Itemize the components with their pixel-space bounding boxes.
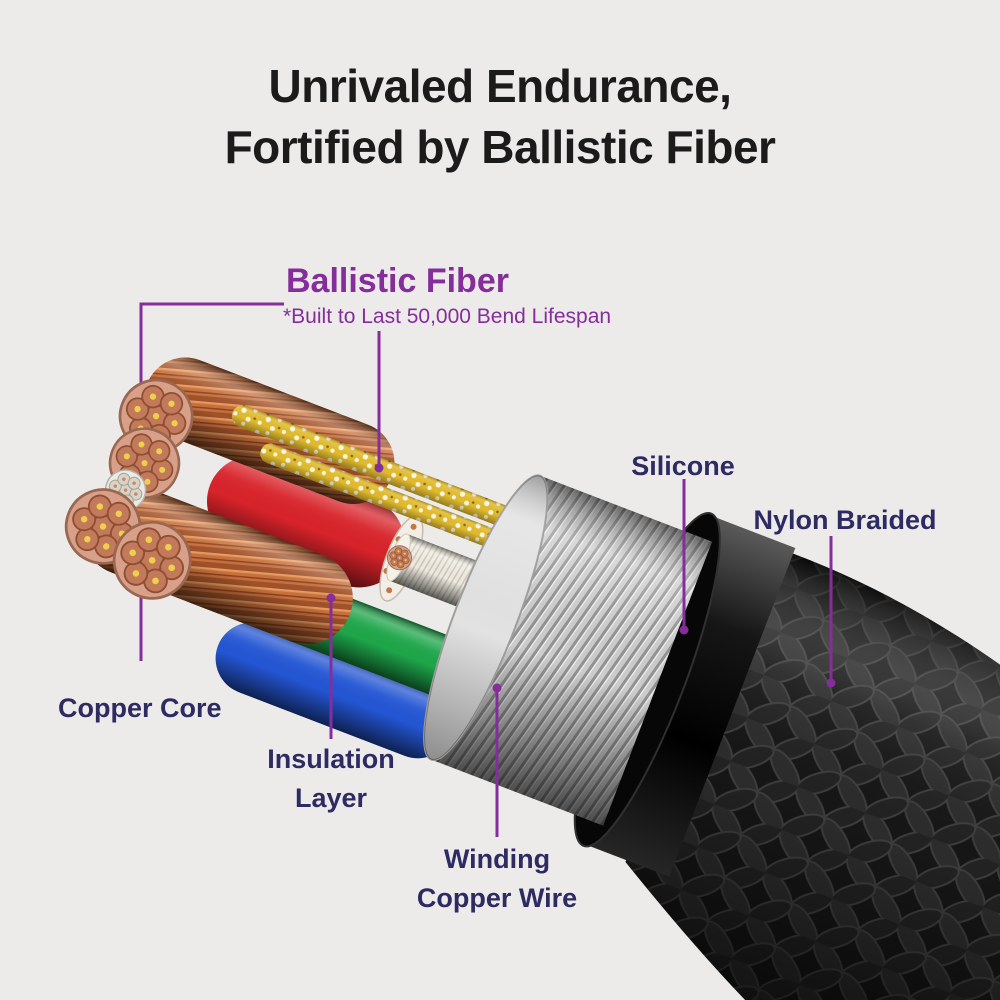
nylon-braid-layer xyxy=(625,538,1000,1000)
leader-dot-ballistic-fiber xyxy=(374,463,384,473)
winding-copper-wire-label: Winding Copper Wire xyxy=(416,844,578,914)
nylon-braided-label: Nylon Braided xyxy=(753,505,937,535)
page-title: Unrivaled Endurance, Fortified by Ballis… xyxy=(0,56,1000,177)
title-line-1: Unrivaled Endurance, xyxy=(268,60,732,112)
leader-dot-nylon-braided xyxy=(826,678,836,688)
leader-dot-winding-copper-wire xyxy=(492,683,502,693)
insulation-layer-label: Insulation Layer xyxy=(267,744,395,814)
silicone-label: Silicone xyxy=(631,451,735,481)
ballistic-fiber-subtitle: *Built to Last 50,000 Bend Lifespan xyxy=(283,305,612,328)
copper-core-label: Copper Core xyxy=(58,693,222,723)
leader-dot-insulation-layer xyxy=(326,593,336,603)
title-line-2: Fortified by Ballistic Fiber xyxy=(224,120,776,173)
leader-dot-silicone xyxy=(679,625,689,635)
leader-lines xyxy=(326,331,836,837)
winding-copper-wire-layer xyxy=(423,474,713,826)
cable-body xyxy=(54,357,1000,1000)
ballistic-fiber-label: Ballistic Fiber xyxy=(286,262,509,300)
